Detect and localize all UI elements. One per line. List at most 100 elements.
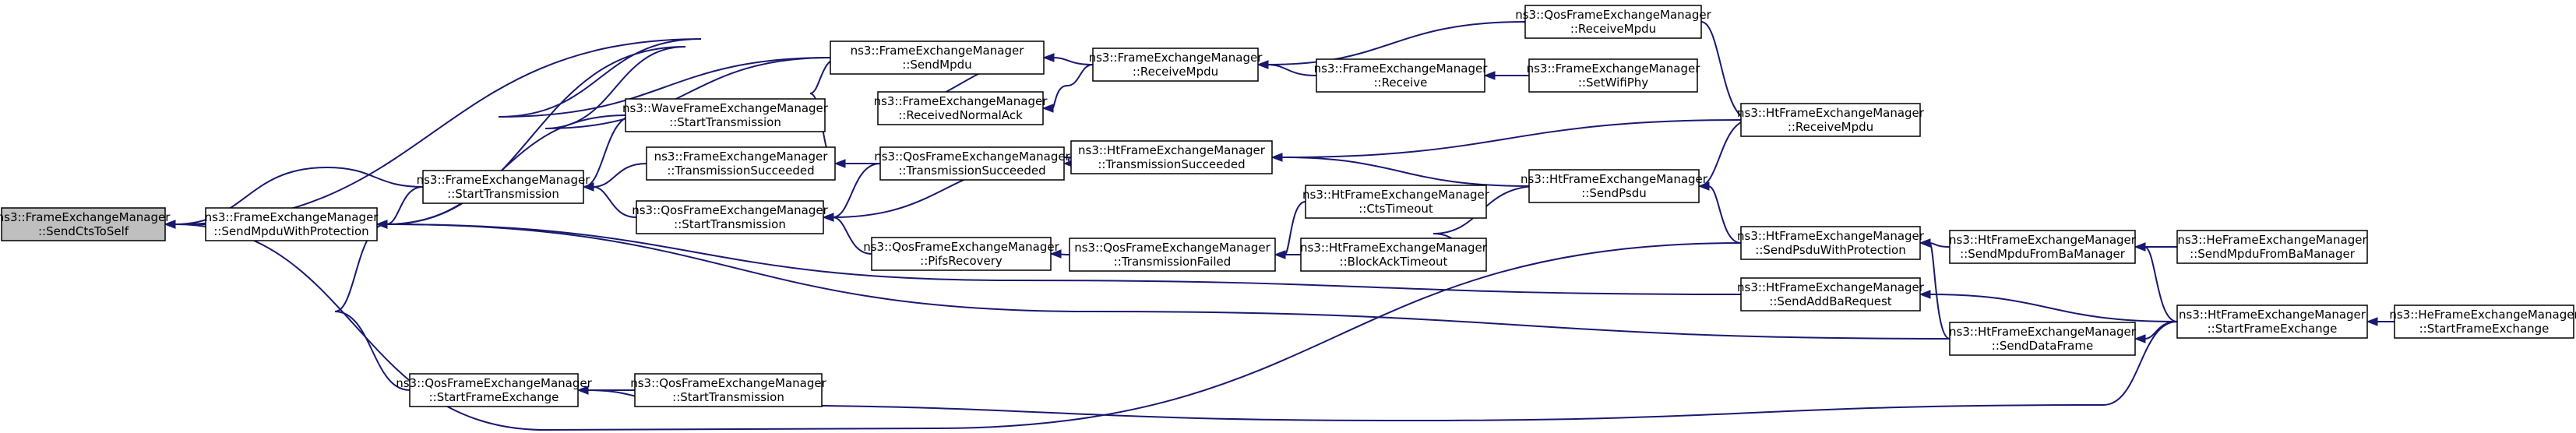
node-ht_sabr[interactable]: ns3::HtFrameExchangeManager::SendAddBaRe…: [1737, 277, 1925, 312]
node-fem_ts[interactable]: ns3::FrameExchangeManager::TransmissionS…: [646, 146, 836, 181]
edge-line: [1281, 119, 1742, 158]
node-qos_recvmpdu[interactable]: ns3::QosFrameExchangeManager::ReceiveMpd…: [1515, 5, 1712, 39]
node-label-line2: ::StartFrameExchange: [2419, 322, 2550, 336]
edge-line: [386, 224, 1742, 295]
node-box: [646, 146, 836, 181]
edge-qos_sfe-to-smwp: [334, 220, 411, 391]
arrowhead-icon: [1042, 53, 1055, 62]
node-label-line1: ns3::HtFrameExchangeManager: [2179, 308, 2366, 322]
node-ht_bato[interactable]: ns3::HtFrameExchangeManager::BlockAckTim…: [1300, 238, 1488, 272]
edge-ht_recvmpdu-to-ht_ts: [1270, 119, 1742, 162]
node-label-line1: ns3::QosFrameExchangeManager: [874, 150, 1070, 164]
edge-ht_sdf-to-ht_spwp: [1919, 238, 1951, 340]
edge-setwifiphy-to-receive: [1483, 71, 1530, 80]
node-ht_sendpsdu[interactable]: ns3::HtFrameExchangeManager::SendPsdu: [1521, 169, 1708, 203]
node-label-line2: ::StartTransmission: [672, 390, 784, 404]
node-smwp[interactable]: ns3::FrameExchangeManager::SendMpduWithP…: [205, 207, 379, 241]
node-label-line2: ::SendMpdu: [902, 58, 971, 72]
node-label-line1: ns3::FrameExchangeManager: [1314, 62, 1489, 76]
edge-line: [1929, 242, 1951, 340]
node-label-line2: ::TransmissionSucceeded: [898, 164, 1045, 178]
node-recvmpdu[interactable]: ns3::FrameExchangeManager::ReceiveMpdu: [1089, 48, 1263, 82]
node-label-line2: ::StartTransmission: [447, 187, 559, 201]
edge-line: [334, 224, 411, 391]
edge-layer: [164, 21, 2395, 431]
node-box: [1528, 169, 1700, 203]
edge-line: [386, 224, 1951, 340]
edge-line: [386, 114, 626, 225]
node-qos_pifs[interactable]: ns3::QosFrameExchangeManager::PifsRecove…: [863, 237, 1060, 271]
node-label-line2: ::SendMpduWithProtection: [213, 224, 368, 238]
node-label-line1: ns3::FrameExchangeManager: [1527, 62, 1701, 76]
node-layer: ns3::FrameExchangeManager::SendCtsToSelf…: [0, 5, 2576, 407]
edge-ht_sfe-to-ht_smfbm: [2134, 242, 2178, 322]
node-ht_spwp[interactable]: ns3::HtFrameExchangeManager::SendPsduWit…: [1737, 226, 1925, 260]
node-label-line2: ::BlockAckTimeout: [1340, 255, 1448, 269]
node-label-line1: ns3::HtFrameExchangeManager: [1949, 325, 2137, 339]
arrowhead-icon: [833, 159, 846, 168]
node-label-line2: ::StartTransmission: [669, 115, 781, 129]
edge-ht_spwp-to-ht_sendpsdu: [1697, 181, 1742, 244]
arrowhead-icon: [1270, 153, 1283, 162]
node-qos_st2[interactable]: ns3::QosFrameExchangeManager::StartTrans…: [630, 373, 827, 407]
node-box: [871, 237, 1052, 271]
node-he_smfbm[interactable]: ns3::HeFrameExchangeManager::SendMpduFro…: [2176, 230, 2368, 264]
node-setwifiphy[interactable]: ns3::FrameExchangeManager::SetWifiPhy: [1527, 58, 1701, 93]
node-ht_ts[interactable]: ns3::HtFrameExchangeManager::Transmissio…: [1070, 140, 1273, 174]
node-ht_ctstimeout[interactable]: ns3::HtFrameExchangeManager::CtsTimeout: [1302, 185, 1490, 219]
node-label-line2: ::SendPsdu: [1581, 186, 1647, 200]
node-label-line2: ::TransmissionFailed: [1114, 255, 1232, 269]
node-qos_ts[interactable]: ns3::QosFrameExchangeManager::Transmissi…: [874, 146, 1071, 181]
edge-line: [1281, 157, 1530, 187]
node-label-line2: ::TransmissionSucceeded: [667, 164, 814, 178]
node-label-line1: ns3::FrameExchangeManager: [874, 94, 1048, 108]
edge-line: [1929, 294, 2178, 322]
node-label-line1: ns3::HtFrameExchangeManager: [1737, 229, 1925, 243]
node-label-line1: ns3::QosFrameExchangeManager: [1515, 8, 1711, 22]
edge-line: [1052, 64, 1094, 109]
node-fem_st[interactable]: ns3::FrameExchangeManager::StartTransmis…: [417, 170, 591, 204]
arrowhead-icon: [1041, 104, 1054, 113]
node-receive[interactable]: ns3::FrameExchangeManager::Receive: [1314, 58, 1489, 93]
node-box: [1, 207, 166, 241]
node-qos_sfe[interactable]: ns3::QosFrameExchangeManager::StartFrame…: [396, 373, 593, 407]
node-box: [1524, 5, 1702, 39]
node-label-line1: ns3::HtFrameExchangeManager: [1949, 233, 2137, 247]
node-label-line2: ::CtsTimeout: [1358, 202, 1433, 216]
node-box: [830, 40, 1045, 75]
edge-line: [2144, 321, 2178, 340]
node-recvnormalack[interactable]: ns3::FrameExchangeManager::ReceivedNorma…: [874, 91, 1048, 125]
node-label-line1: ns3::FrameExchangeManager: [417, 173, 591, 187]
node-label-line1: ns3::HeFrameExchangeManager: [2389, 308, 2576, 322]
arrowhead-icon: [1256, 60, 1269, 69]
node-label-line2: ::SendAddBaRequest: [1769, 294, 1891, 308]
node-sendmpdu[interactable]: ns3::FrameExchangeManager::SendMpdu: [830, 40, 1045, 75]
edge-line: [1707, 185, 1742, 244]
edge-qos_pifs-to-qos_st: [822, 213, 872, 255]
node-label-line1: ns3::HtFrameExchangeManager: [1737, 106, 1925, 120]
node-wave_st[interactable]: ns3::WaveFrameExchangeManager::StartTran…: [622, 98, 829, 132]
node-ht_recvmpdu[interactable]: ns3::HtFrameExchangeManager::ReceiveMpdu: [1737, 103, 1925, 137]
edge-line: [1052, 57, 1094, 65]
node-ht_sfe[interactable]: ns3::HtFrameExchangeManager::StartFrameE…: [2176, 305, 2368, 339]
node-box: [1949, 322, 2136, 356]
edge-line: [832, 216, 872, 255]
node-ht_smfbm[interactable]: ns3::HtFrameExchangeManager::SendMpduFro…: [1949, 230, 2137, 264]
node-label-line2: ::StartFrameExchange: [2208, 322, 2338, 336]
node-he_sfe[interactable]: ns3::HeFrameExchangeManager::StartFrameE…: [2389, 305, 2576, 339]
node-box: [1305, 185, 1487, 219]
edge-line: [386, 46, 831, 225]
edge-line: [174, 224, 1742, 431]
node-label-line1: ns3::HtFrameExchangeManager: [1078, 143, 1266, 157]
node-ht_sdf[interactable]: ns3::HtFrameExchangeManager::SendDataFra…: [1949, 322, 2137, 356]
edge-line: [592, 163, 647, 188]
node-box: [2176, 230, 2368, 264]
node-label-line1: ns3::HtFrameExchangeManager: [1521, 172, 1708, 186]
edge-qos_st-to-fem_st: [582, 182, 637, 218]
edge-line: [832, 163, 881, 218]
node-box: [877, 91, 1044, 125]
node-label-line2: ::SetWifiPhy: [1578, 76, 1648, 90]
node-qos_tf[interactable]: ns3::QosFrameExchangeManager::Transmissi…: [1069, 238, 1276, 272]
node-label-line1: ns3::HtFrameExchangeManager: [1302, 188, 1490, 202]
node-qos_st[interactable]: ns3::QosFrameExchangeManager::StartTrans…: [632, 200, 829, 234]
